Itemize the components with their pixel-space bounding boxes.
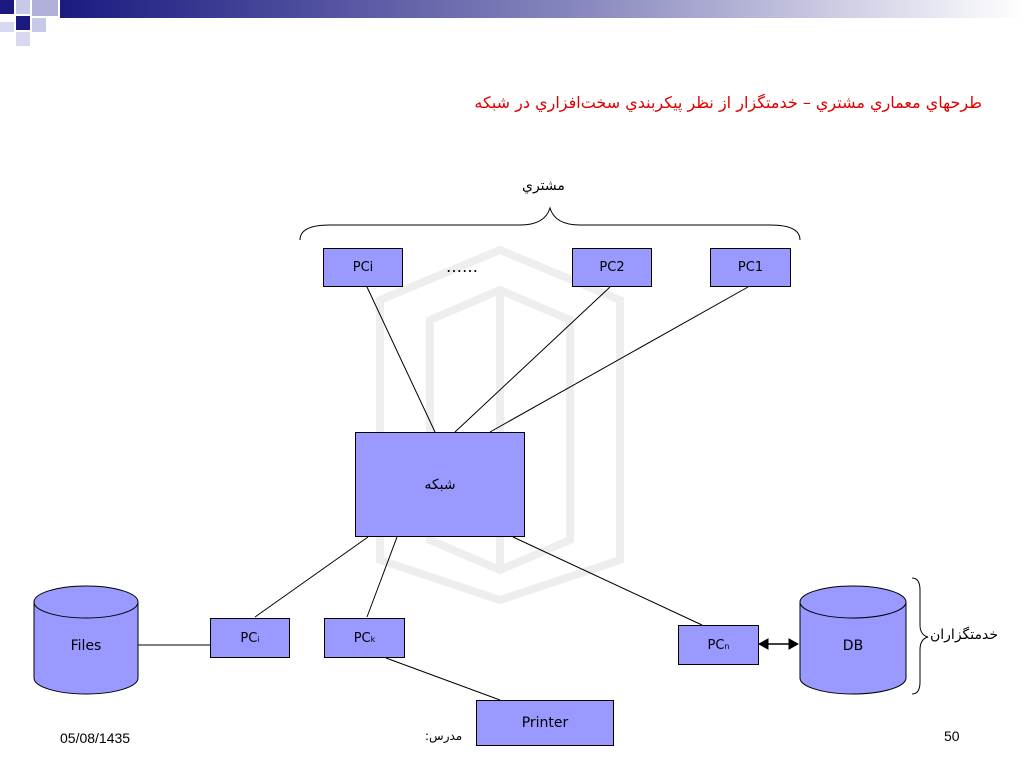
db-cylinder — [799, 585, 907, 695]
server-brace — [911, 577, 929, 695]
client-box-pc2: PC2 — [572, 248, 652, 287]
line-pc1-network — [489, 286, 749, 433]
watermark-logo — [376, 245, 624, 605]
header-gradient-bar — [0, 0, 1024, 46]
slide-title: طرحهاي معماري مشتري – خدمتگزار از نظر پي… — [474, 93, 982, 112]
line-pck-printer — [385, 657, 501, 701]
printer-box: Printer — [476, 700, 614, 746]
footer-teacher: مدرس: — [425, 729, 463, 743]
client-group-label: مشتري — [522, 178, 565, 194]
db-label: DB — [842, 638, 864, 654]
line-network-pck — [366, 536, 398, 618]
client-box-pc1: PC1 — [710, 248, 791, 287]
files-cylinder — [33, 585, 139, 695]
double-arrow — [757, 638, 800, 650]
line-network-pcn — [512, 536, 703, 626]
line-network-pci — [254, 536, 369, 618]
server-group-label: خدمتگزاران — [930, 627, 999, 643]
header-decoration — [0, 0, 1024, 50]
network-box: شبکه — [355, 432, 525, 537]
line-pc2-network — [454, 286, 611, 433]
ellipsis: …… — [446, 257, 478, 276]
client-brace — [299, 206, 801, 241]
files-label: Files — [70, 638, 102, 654]
client-box-pci: PCi — [323, 248, 403, 287]
line-pci-network — [366, 286, 436, 433]
page-number: 50 — [944, 728, 960, 744]
footer-date: 05/08/1435 — [60, 730, 131, 746]
